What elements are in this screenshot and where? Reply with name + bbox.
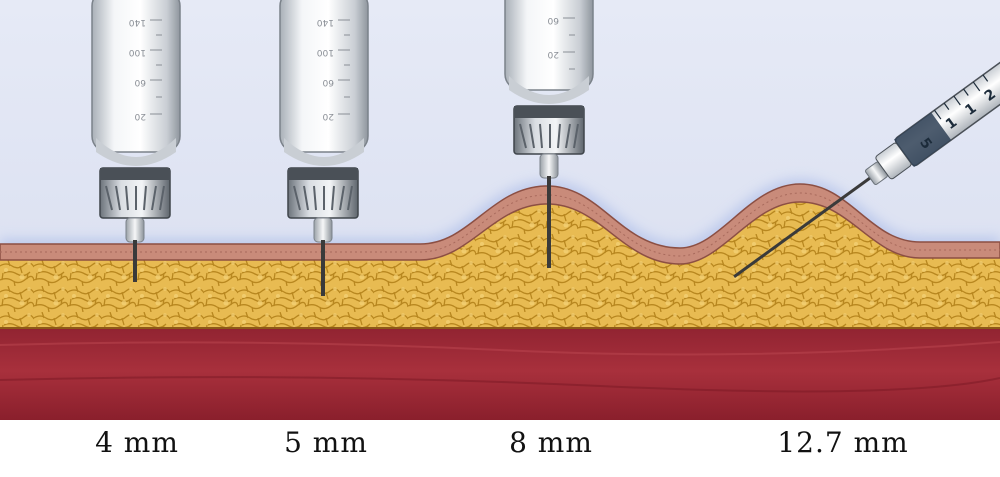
fat-layer <box>0 200 1000 328</box>
muscle-layer <box>0 322 1000 420</box>
pen-1-scale-60: 60 <box>134 77 146 87</box>
pen-1-scale-140: 140 <box>129 17 146 27</box>
pen-2-scale-60: 60 <box>322 77 334 87</box>
needle-length-labels: 4 mm 5 mm 8 mm 12.7 mm <box>0 420 1000 477</box>
pen-2-scale-140: 140 <box>317 17 334 27</box>
label-needle-5mm: 5 mm <box>284 426 368 459</box>
insulin-pen-5mm: 140 100 60 20 <box>279 0 369 296</box>
label-needle-4mm: 4 mm <box>95 426 179 459</box>
label-needle-8mm: 8 mm <box>509 426 593 459</box>
insulin-pen-8mm: 60 20 <box>504 0 594 268</box>
pen-2-scale-20: 20 <box>322 111 334 121</box>
pen-1-scale-20: 20 <box>134 111 146 121</box>
pen-1-scale-100: 100 <box>129 47 146 57</box>
pen-3-scale-60: 60 <box>547 15 559 25</box>
skin-layer <box>0 183 1000 265</box>
label-needle-12-7mm: 12.7 mm <box>777 426 909 459</box>
pen-2-scale-100: 100 <box>317 47 334 57</box>
syringe-12-7mm: 5 1 1 2 <box>733 46 1000 278</box>
insulin-pen-4mm: 140 100 60 20 <box>91 0 181 282</box>
injection-depth-illustration: 140 100 60 20 140 100 60 20 <box>0 0 1000 420</box>
pen-3-scale-20: 20 <box>547 49 559 59</box>
